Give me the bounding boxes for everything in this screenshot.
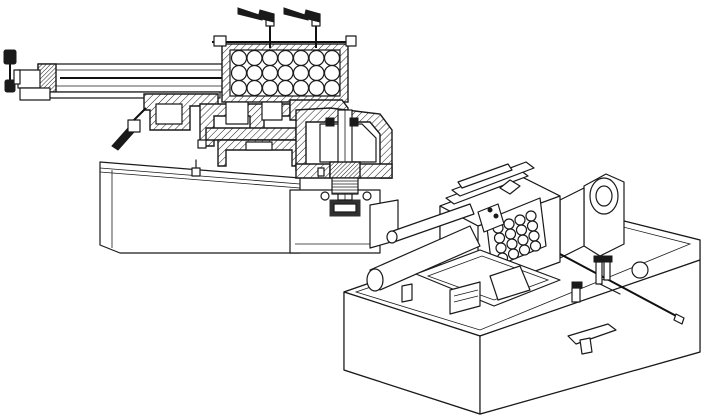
bar-magazine <box>212 35 357 103</box>
bar-stock-end <box>529 240 542 252</box>
bar-stock-end <box>504 228 517 240</box>
bar-stock-end <box>518 244 531 256</box>
bar-stock <box>277 64 294 82</box>
clamp-lever-right <box>283 7 321 48</box>
bar-stock <box>261 79 279 97</box>
bar-stock <box>292 49 310 67</box>
sectional-view <box>3 7 399 254</box>
top-bars <box>445 161 535 233</box>
bar-stock-end <box>507 248 520 260</box>
bar-stock <box>323 49 341 67</box>
bar-stock <box>292 64 310 82</box>
fasteners <box>191 139 325 177</box>
bar-stock-end <box>506 238 518 250</box>
bar-stock <box>246 64 263 82</box>
bar-stock <box>277 79 294 97</box>
bar-stock-end <box>526 220 539 232</box>
bar-stock <box>230 64 248 82</box>
guide-rod <box>559 253 685 325</box>
slide-rails <box>415 249 561 315</box>
feed-cylinder <box>366 203 481 303</box>
isometric-view <box>343 161 701 415</box>
bar-stock <box>230 49 248 67</box>
support-frame <box>143 93 349 167</box>
bar-stock-end <box>525 210 537 222</box>
rod-bundle <box>485 197 547 269</box>
feeder-tube <box>17 63 231 101</box>
bar-stock <box>230 79 248 97</box>
bar-stock-end <box>514 214 526 226</box>
bar-stock <box>246 79 263 97</box>
bar-stock <box>261 49 279 67</box>
bar-stock-end <box>495 242 507 254</box>
bar-stock-end <box>515 224 528 236</box>
locking-lever <box>111 107 147 151</box>
bar-stock <box>308 49 325 67</box>
bar-stock <box>246 49 263 67</box>
tray-handle <box>567 323 617 355</box>
bar-stock-end <box>503 218 515 230</box>
bar-stock <box>261 64 279 82</box>
bar-stock <box>277 49 294 67</box>
bar-stock-end <box>517 234 529 246</box>
bar-stock-end <box>528 230 540 242</box>
bar-stock <box>323 64 341 82</box>
bar-stock-end <box>493 232 506 244</box>
crank-handle <box>3 49 21 93</box>
bar-stock <box>292 79 310 97</box>
bar-stock <box>323 79 341 97</box>
vertical-shaft <box>320 109 372 217</box>
bar-stock <box>308 64 325 82</box>
clamp-lever-left <box>237 7 275 48</box>
bar-stock <box>308 79 325 97</box>
